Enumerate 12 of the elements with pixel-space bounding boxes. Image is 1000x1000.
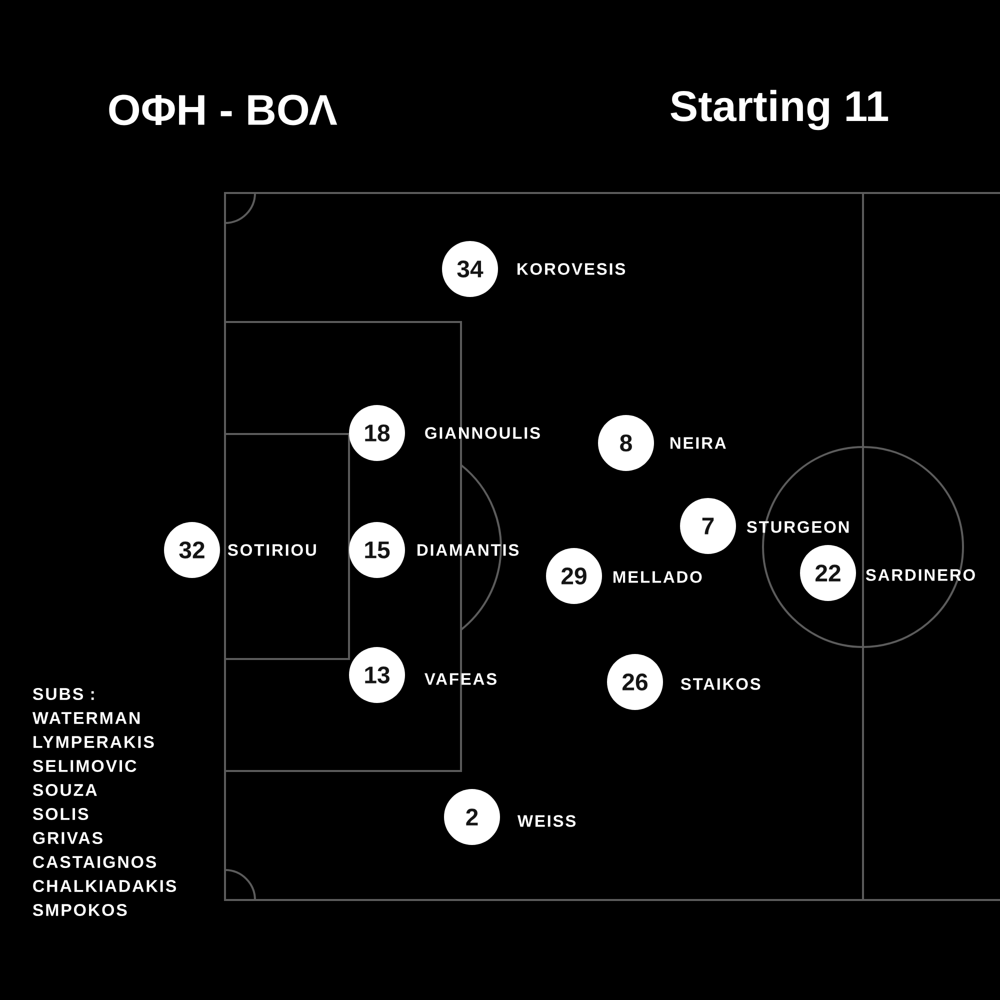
substitute-name: SOUZA [32, 784, 97, 796]
substitute-name: CASTAIGNOS [33, 856, 156, 868]
subs-heading: SUBS : [32, 688, 94, 700]
substitute-name: SOLIS [32, 808, 88, 820]
substitute-name: GRIVAS [33, 832, 102, 844]
substitute-name: SMPOKOS [32, 904, 127, 916]
match-title: ΟΦΗ - ΒΟΛ [109, 94, 338, 126]
heading: Starting 11 [670, 90, 888, 130]
substitute-name: WATERMAN [32, 712, 140, 724]
substitute-name: LYMPERAKIS [34, 736, 154, 748]
substitute-name: CHALKIADAKIS [33, 880, 176, 892]
substitute-name: SELIMOVIC [32, 760, 136, 772]
